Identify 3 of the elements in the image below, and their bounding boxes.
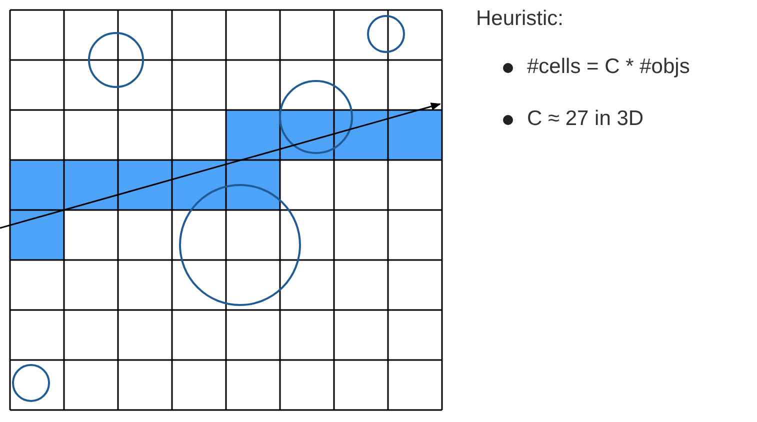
bullet-text: C ≈ 27 in 3D [527, 107, 644, 131]
bullet-text: #cells = C * #objs [527, 55, 690, 79]
heading: Heuristic: [476, 7, 564, 31]
